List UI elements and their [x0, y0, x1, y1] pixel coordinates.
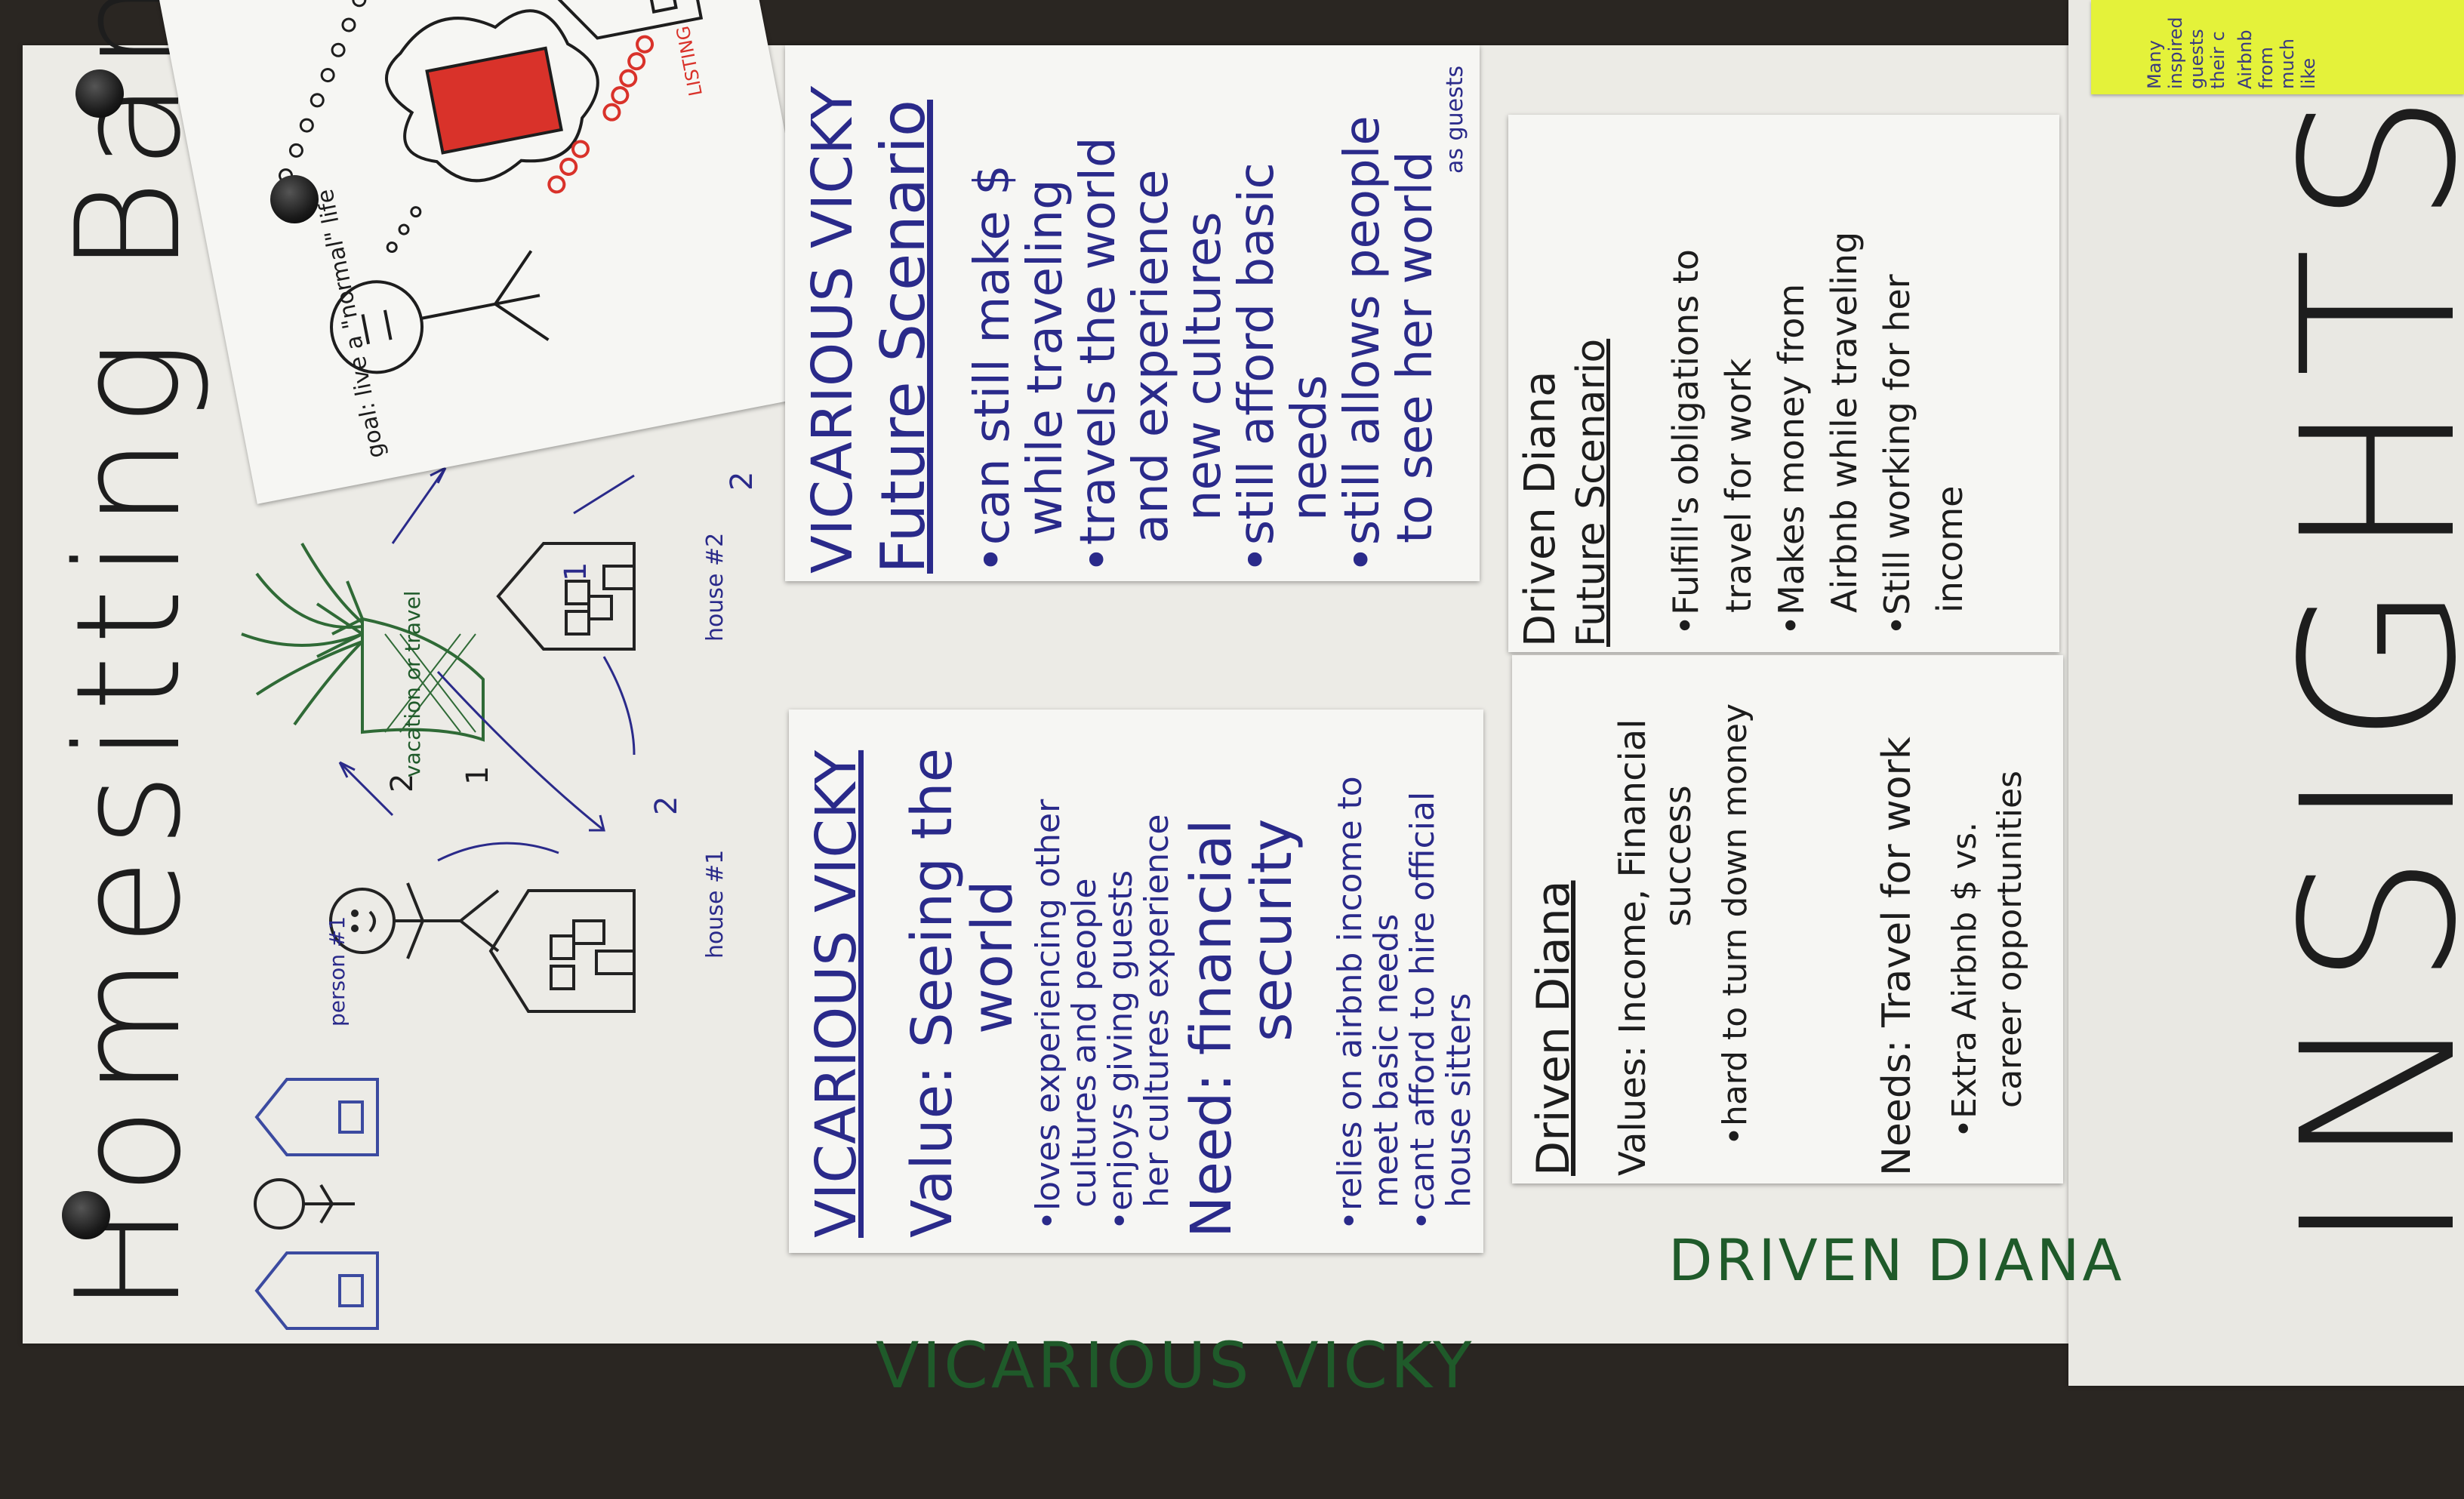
house-2-icon	[496, 542, 636, 651]
vicky-value-heading: Value: Seeing the	[900, 747, 965, 1238]
vicky-value-line: her cultures experience	[1138, 814, 1176, 1208]
vicky-scenario-line: •still afford basic	[1229, 162, 1285, 574]
diana-persona-card: Driven Diana Values: Income, Financial s…	[1512, 655, 2063, 1184]
diana-values-heading: Values: Income, Financial	[1612, 719, 1654, 1176]
magnet	[75, 69, 124, 118]
mini-houses-icon	[254, 1078, 379, 1330]
homesitting-diagram: person #1 vacation or travel house #1 ho…	[211, 408, 759, 1072]
diana-persona-title: Driven Diana	[1527, 880, 1580, 1177]
vicky-need-line: •relies on airbnb income to	[1331, 776, 1369, 1230]
person-label: person #1	[325, 916, 350, 1027]
house-2-label: house #2	[702, 532, 728, 642]
sticky-line: guests	[2186, 29, 2207, 89]
vicky-scenario-line: •still allows people	[1335, 115, 1391, 574]
vicky-need-heading-2: security	[1240, 818, 1304, 1042]
vicky-scenario-line: needs	[1282, 374, 1338, 521]
palm-tree-icon	[241, 543, 485, 742]
vacation-label: vacation or travel	[400, 590, 425, 777]
sketch-sheet: goal: live a "normal" life LISTING	[153, 0, 836, 504]
house-1-icon	[488, 889, 636, 1013]
diana-scenario-line: •Fulfill's obligations to	[1665, 249, 1706, 636]
arrow-label: 1	[559, 562, 593, 581]
diana-footer-label: DRIVEN DIANA	[1668, 1227, 2125, 1294]
house-1-label: house #1	[702, 849, 728, 959]
diana-scenario-subtitle: Future Scenario	[1569, 338, 1614, 647]
vicky-value-heading-2: world	[960, 880, 1025, 1034]
suitcase-icon	[425, 46, 563, 155]
vicky-scenario-subtitle: Future Scenario	[868, 100, 938, 574]
diana-scenario-title: Driven Diana	[1516, 371, 1565, 647]
diana-values-line: •hard to turn down money	[1716, 703, 1754, 1146]
vicky-value-line: cultures and people	[1065, 878, 1104, 1208]
arrow-label: 2	[385, 773, 420, 793]
sticky-note: Many inspired guests their c Airbnb from…	[2091, 0, 2464, 94]
vicky-scenario-line: and experience	[1123, 169, 1179, 543]
vicky-footer-label: VICARIOUS VICKY	[876, 1328, 1475, 1402]
sticky-line: Airbnb	[2235, 29, 2256, 89]
diana-scenario-line: income	[1930, 485, 1970, 613]
magnet	[62, 1191, 110, 1239]
arrow-label: 2	[725, 471, 759, 491]
vicky-need-heading: Need: financial	[1179, 819, 1244, 1238]
vicky-scenario-card: VICARIOUS VICKY Future Scenario •can sti…	[785, 45, 1480, 581]
vicky-value-line: •enjoys giving guests	[1101, 870, 1140, 1230]
diana-needs-line: career opportunities	[1991, 770, 2029, 1108]
vicky-need-line: meet basic needs	[1367, 913, 1406, 1208]
sticky-line: Many	[2144, 40, 2165, 89]
vicky-persona-title: VICARIOUS VICKY	[804, 750, 869, 1238]
vicky-scenario-note: as guests	[1442, 65, 1468, 174]
vicky-scenario-title: VICARIOUS VICKY	[800, 85, 865, 574]
person-icon	[329, 882, 500, 959]
diana-scenario-line: •Still working for her	[1877, 274, 1917, 636]
diana-needs-line: •Extra Airbnb $ vs.	[1945, 821, 1984, 1138]
vicky-scenario-line: •can still make $	[965, 165, 1021, 574]
diana-scenario-line: travel for work	[1718, 358, 1759, 613]
diana-scenario-line: •Makes money from	[1771, 283, 1812, 636]
arrow-label: 1	[460, 765, 495, 785]
diana-values-heading-2: success	[1657, 785, 1699, 927]
vicky-scenario-line: to see her world	[1388, 151, 1443, 543]
diana-needs-heading: Needs: Travel for work	[1874, 736, 1920, 1176]
vicky-scenario-line: •travels the world	[1070, 137, 1126, 574]
vicky-value-line: •loves experiencing other	[1029, 799, 1067, 1230]
board-title: Homesitting Bank	[45, 0, 212, 1313]
vicky-need-line: house sitters	[1440, 993, 1478, 1208]
magnet	[270, 175, 319, 223]
sticky-line: their c	[2207, 31, 2228, 89]
vicky-scenario-line: new cultures	[1176, 211, 1232, 521]
arrow-label: 2	[649, 796, 684, 815]
diana-scenario-line: Airbnb while traveling	[1824, 231, 1865, 613]
sticky-line: inspired	[2165, 17, 2186, 89]
diana-scenario-card: Driven Diana Future Scenario •Fulfill's …	[1508, 115, 2059, 652]
vicky-need-line: •cant afford to hire official	[1403, 791, 1442, 1230]
vicky-persona-card: VICARIOUS VICKY Value: Seeing the world …	[789, 709, 1483, 1253]
easel-pad-right	[2068, 0, 2464, 1386]
insights-label: INSIGHTS	[2257, 69, 2464, 1253]
vicky-scenario-line: while traveling	[1018, 179, 1073, 536]
